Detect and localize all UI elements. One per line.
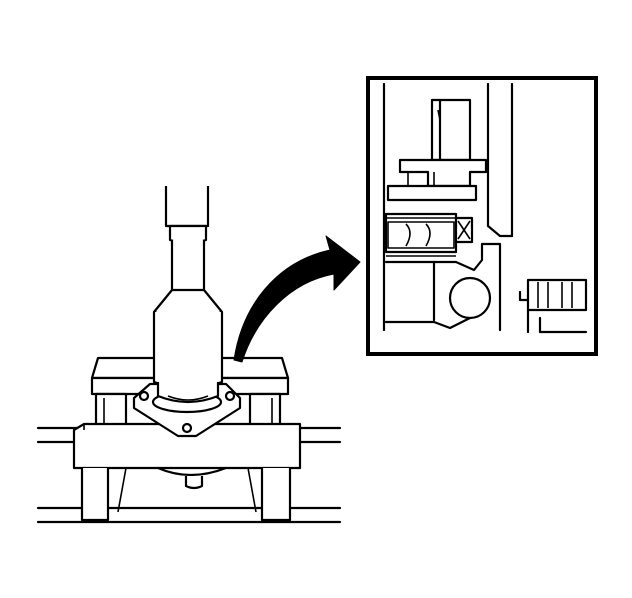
detail-ball bbox=[448, 276, 492, 320]
front-crossbar bbox=[72, 422, 302, 470]
tool-head bbox=[156, 382, 220, 404]
lower-housing bbox=[156, 466, 228, 477]
tool-neck bbox=[170, 240, 206, 295]
detail-view bbox=[366, 76, 598, 356]
lower-bolt bbox=[184, 476, 204, 490]
flange-bolt-hole bbox=[138, 390, 150, 402]
front-legs bbox=[80, 467, 292, 522]
flange-bolt-hole bbox=[181, 422, 193, 434]
tool-body bbox=[152, 312, 224, 390]
tool-shaft bbox=[164, 186, 210, 228]
driver-tool bbox=[152, 186, 224, 404]
flange-bolt-hole bbox=[224, 390, 236, 402]
press-fixture bbox=[36, 356, 342, 524]
callout-arrow bbox=[233, 235, 361, 363]
